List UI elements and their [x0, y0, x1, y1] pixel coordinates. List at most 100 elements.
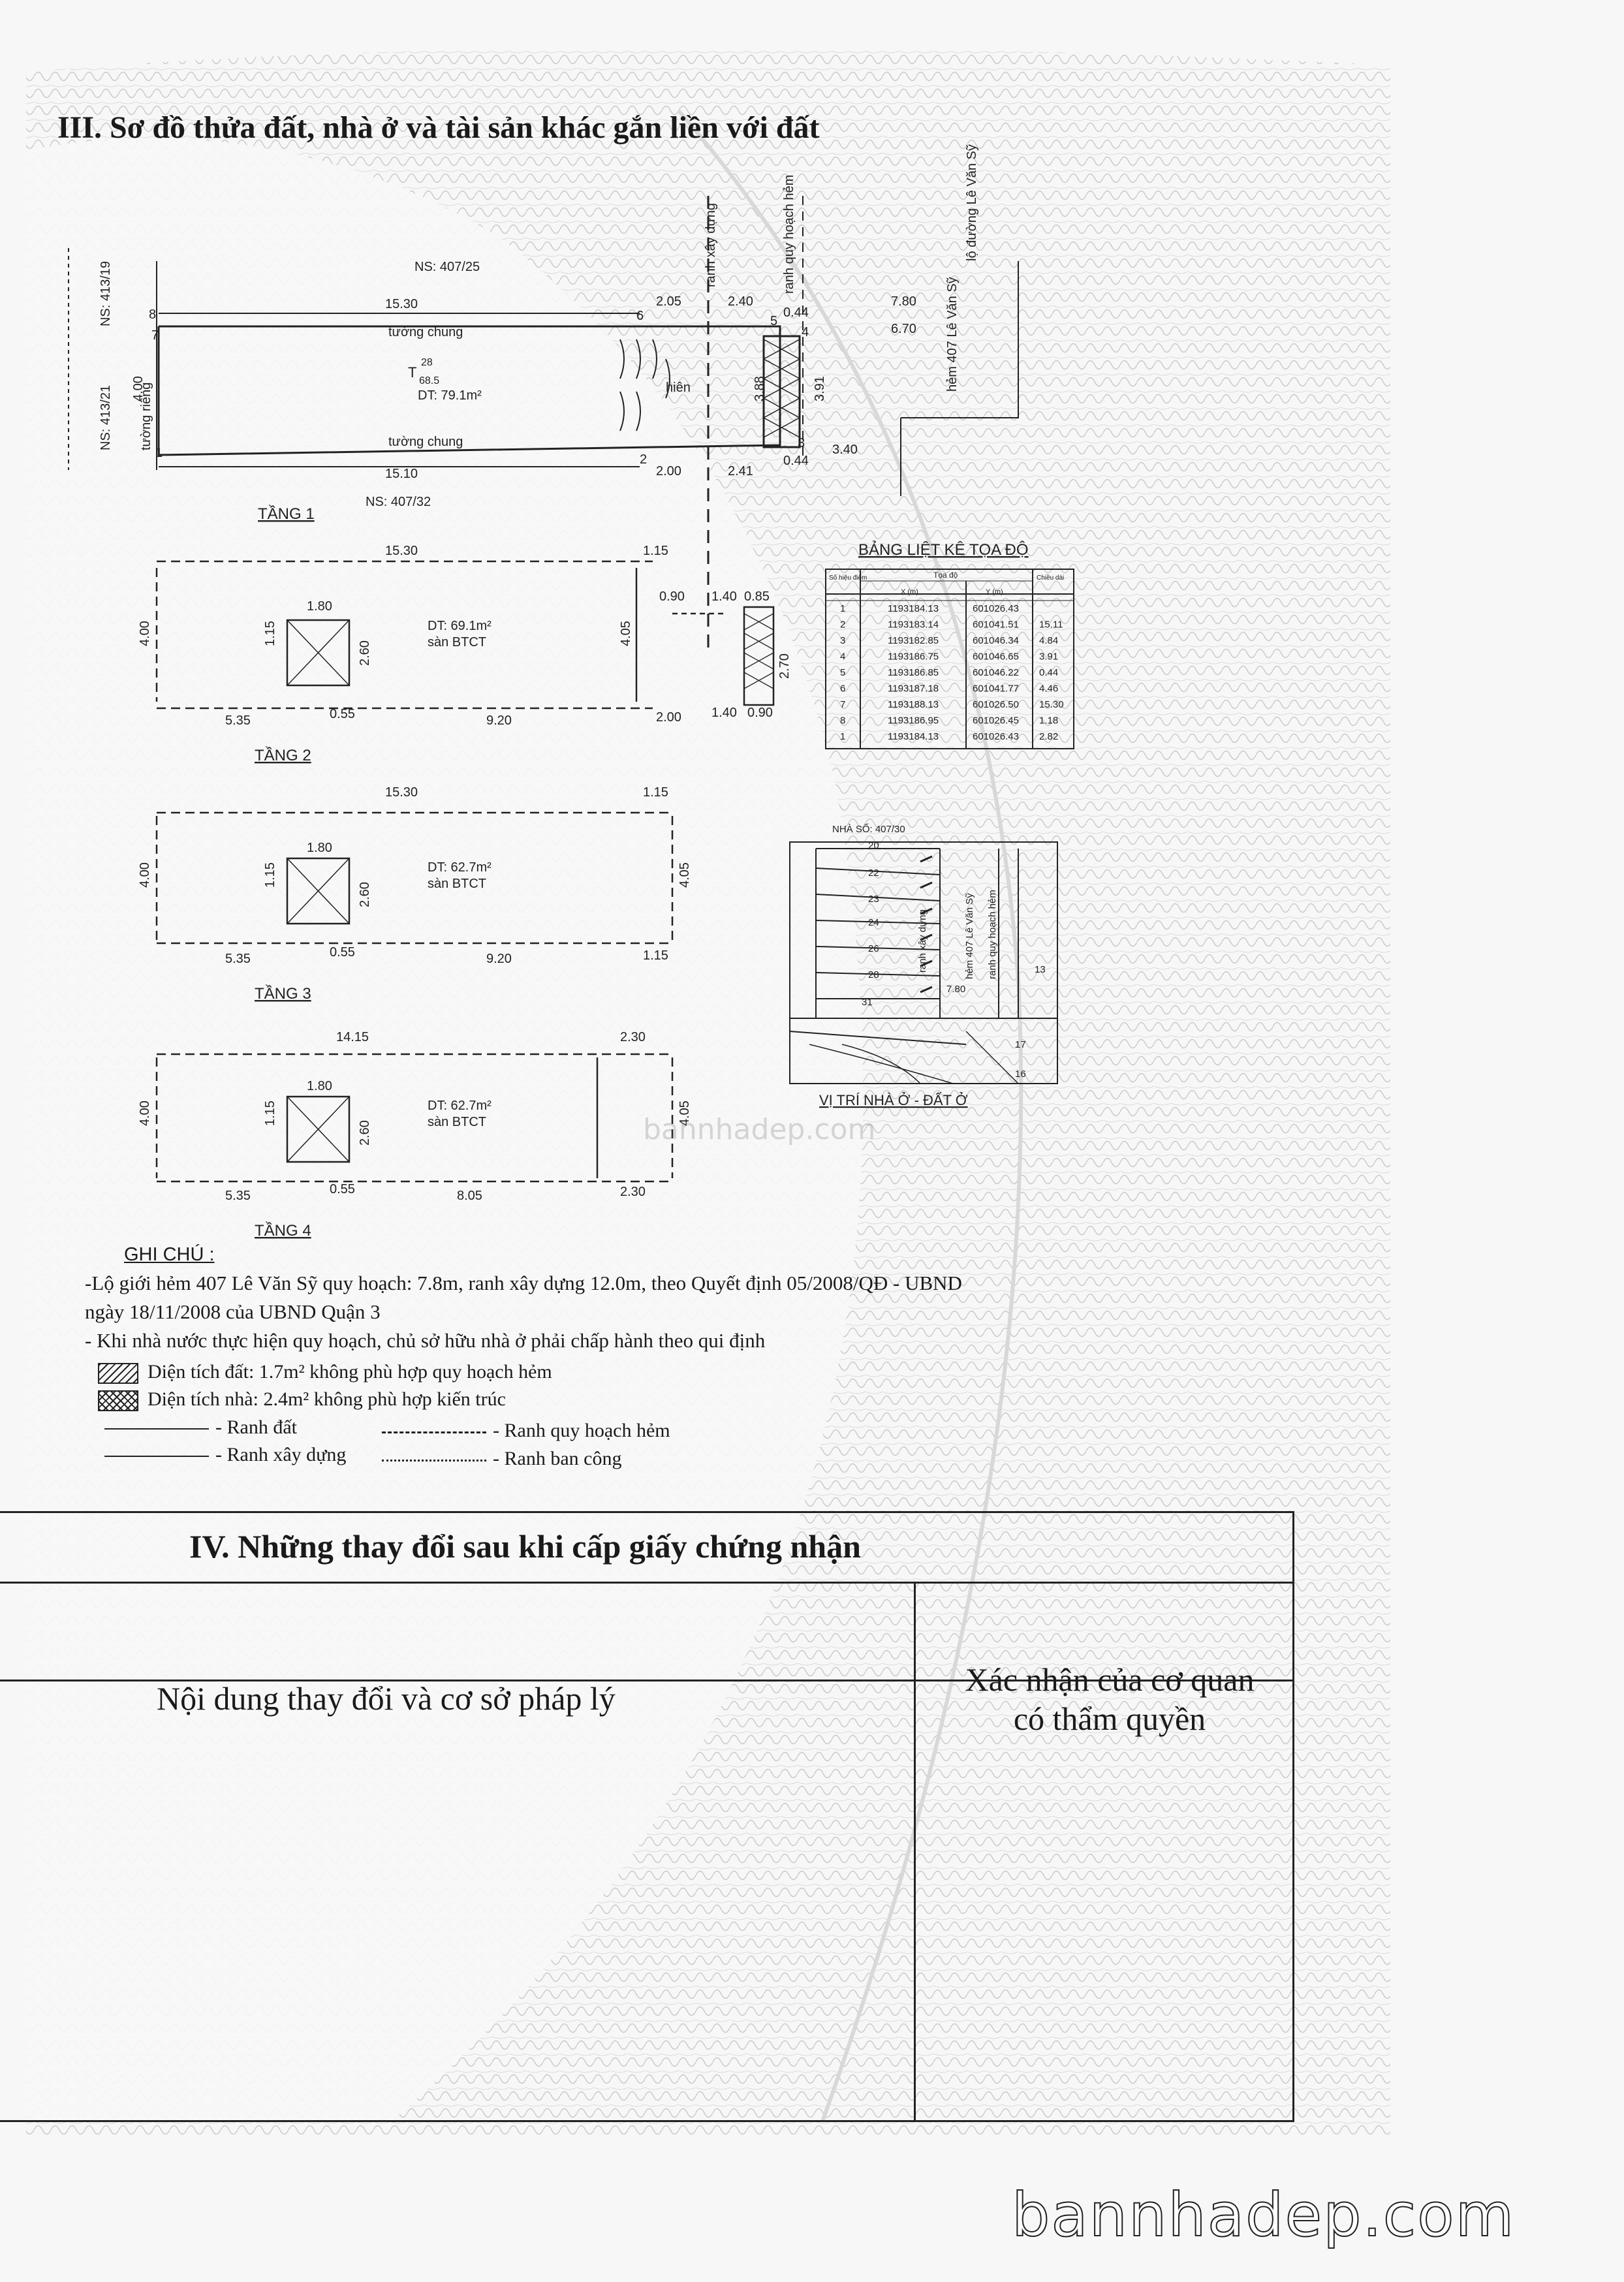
coord-cell-1-3: 15.11 — [1039, 619, 1063, 631]
hatch-swatch — [98, 1363, 138, 1384]
floor3-right-width: 4.05 — [678, 1101, 692, 1126]
area-code: T — [408, 364, 416, 381]
legend-land-boundary: - Ranh đất — [104, 1416, 297, 1439]
coord-cell-1-0: 2 — [840, 619, 845, 631]
floor3-left: 5.35 — [225, 1189, 251, 1203]
changes-table-header-row: Nội dung thay đổi và cơ sở pháp lý Xác n… — [0, 1582, 1292, 1737]
watermark-center: bannhadep.com — [643, 1113, 876, 1146]
coord-cell-3-0: 4 — [840, 651, 845, 663]
floor2-floor: sàn BTCT — [428, 877, 486, 891]
point-8: 8 — [149, 307, 156, 322]
legend-land: Diện tích đất: 1.7m² không phù hợp quy h… — [98, 1361, 552, 1384]
location-lot-8: 17 — [1015, 1039, 1026, 1050]
label-porch: hiên — [666, 381, 691, 395]
floor4-title: TẦNG 4 — [255, 1221, 311, 1240]
location-lot-6: 28 — [868, 969, 879, 980]
dim-bottom: 15.10 — [385, 467, 418, 481]
floor3-area: DT: 62.7m² — [428, 1099, 492, 1113]
coord-cell-1-2: 601041.51 — [973, 619, 1019, 631]
location-lot-7: 31 — [862, 997, 873, 1008]
notes: GHI CHÚ : -Lộ giới hẻm 407 Lê Văn Sỹ quy… — [85, 1240, 1103, 1355]
dim-top-4: 0.44 — [783, 305, 809, 320]
floor2-right-width: 4.05 — [678, 862, 692, 888]
solid-line-swatch — [104, 1456, 209, 1458]
coord-cell-0-0: 1 — [840, 603, 845, 614]
dim-width-2: 3.88 — [753, 376, 767, 401]
floor1-area: DT: 69.1m² — [428, 619, 492, 633]
coord-cell-2-0: 3 — [840, 635, 845, 646]
section-iv-title: IV. Những thay đổi sau khi cấp giấy chứn… — [189, 1528, 861, 1565]
floor2-mid: 0.55 — [330, 945, 355, 960]
point-4: 4 — [802, 325, 809, 339]
floor1-stair-h: 1.15 — [263, 621, 277, 646]
dim-bottom-2: 2.00 — [656, 464, 681, 478]
coord-cell-0-2: 601026.43 — [973, 603, 1019, 614]
note-line-3: - Khi nhà nước thực hiện quy hoạch, chủ … — [85, 1329, 766, 1352]
floor2-stair-h: 1.15 — [263, 862, 277, 888]
coord-header-length: Chiều dài — [1037, 574, 1064, 582]
crosshatch-swatch — [98, 1390, 138, 1412]
location-lot-9: 16 — [1015, 1069, 1026, 1080]
watermark-corner: bannhadep.com — [1011, 2180, 1516, 2251]
dim-top: 15.30 — [385, 297, 418, 311]
coord-cell-5-3: 4.46 — [1039, 683, 1058, 695]
floor3-stair: 1.80 — [307, 1079, 332, 1093]
floor3-title: TẦNG 3 — [255, 984, 311, 1003]
parcel-boundary — [157, 325, 781, 456]
floor1-extra-3: 0.85 — [744, 589, 770, 604]
floor3-balcony: 2.30 — [620, 1185, 646, 1199]
floor1-extra-5: 1.40 — [711, 706, 737, 720]
dim-bottom-5: 3.40 — [832, 443, 858, 457]
coord-cell-8-2: 601026.43 — [973, 731, 1019, 742]
coordinate-table — [825, 569, 1074, 749]
dim-top-6: 6.70 — [891, 322, 916, 336]
floor2-balcony: 1.15 — [643, 948, 668, 963]
legend-plan-boundary: - Ranh quy hoạch hẻm — [382, 1420, 670, 1442]
point-2: 2 — [640, 452, 647, 467]
legend-house: Diện tích nhà: 2.4m² không phù hợp kiến … — [98, 1388, 506, 1412]
floor1-extra-6: 0.90 — [747, 706, 773, 720]
floor1-stair-v: 2.60 — [358, 640, 372, 666]
coord-cell-8-3: 2.82 — [1039, 731, 1058, 742]
alley-label: hẻm 407 Lê Văn Sỹ — [945, 277, 960, 392]
location-build-line: ranh xây dựng — [917, 909, 928, 973]
dim-bottom-4: 0.44 — [783, 454, 809, 468]
col-change-content: Nội dung thay đổi và cơ sở pháp lý — [157, 1680, 616, 1717]
legend-build-boundary: - Ranh xây dựng — [104, 1444, 346, 1466]
col-authority-line-2: có thẩm quyền — [1013, 1700, 1206, 1737]
note-line-1: -Lộ giới hẻm 407 Lê Văn Sỹ quy hoạch: 7.… — [85, 1272, 962, 1294]
note-line-2: ngày 18/11/2008 của UBND Quận 3 — [85, 1300, 381, 1323]
dim-width-3: 3.91 — [813, 376, 827, 401]
floor3-width: 4.00 — [138, 1101, 152, 1126]
label-common-wall-top: tường chung — [388, 325, 463, 339]
coord-cell-8-1: 1193184.13 — [888, 731, 939, 742]
area-den: 68.5 — [419, 375, 439, 386]
coord-sub-y: Y (m) — [986, 588, 1003, 596]
neighbor-label-2: NS: 413/19 — [99, 261, 113, 326]
coord-cell-7-3: 1.18 — [1039, 715, 1058, 727]
notes-heading: GHI CHÚ : — [124, 1244, 215, 1265]
coord-cell-2-3: 4.84 — [1039, 635, 1058, 646]
label-own-wall: tường riêng — [139, 383, 153, 450]
coord-sub-x: X (m) — [901, 588, 918, 596]
coord-cell-7-1: 1193186.95 — [888, 715, 939, 727]
location-house-no: NHÀ SỐ: 407/30 — [832, 823, 905, 835]
coord-cell-3-3: 3.91 — [1039, 651, 1058, 663]
location-lot-3: 23 — [868, 894, 879, 905]
floor1-length: 15.30 — [385, 544, 418, 558]
coord-cell-2-1: 1193182.85 — [888, 635, 939, 646]
floor2-left: 5.35 — [225, 952, 251, 966]
coord-cell-6-2: 601026.50 — [973, 699, 1019, 710]
coord-cell-4-2: 601046.22 — [973, 667, 1019, 678]
coord-cell-3-2: 601046.65 — [973, 651, 1019, 663]
coord-header-point: Số hiệu điểm — [829, 574, 867, 582]
floor2-title: TẦNG 2 — [255, 746, 311, 764]
label-common-wall-bottom: tường chung — [388, 435, 463, 449]
neighbor-label-1: NS: 407/25 — [414, 260, 480, 274]
point-3: 3 — [798, 436, 805, 450]
coord-cell-7-2: 601026.45 — [973, 715, 1019, 727]
dim-top-2: 2.05 — [656, 294, 681, 309]
solid-line-swatch — [104, 1428, 209, 1430]
floor3-stair-h: 1.15 — [263, 1101, 277, 1126]
